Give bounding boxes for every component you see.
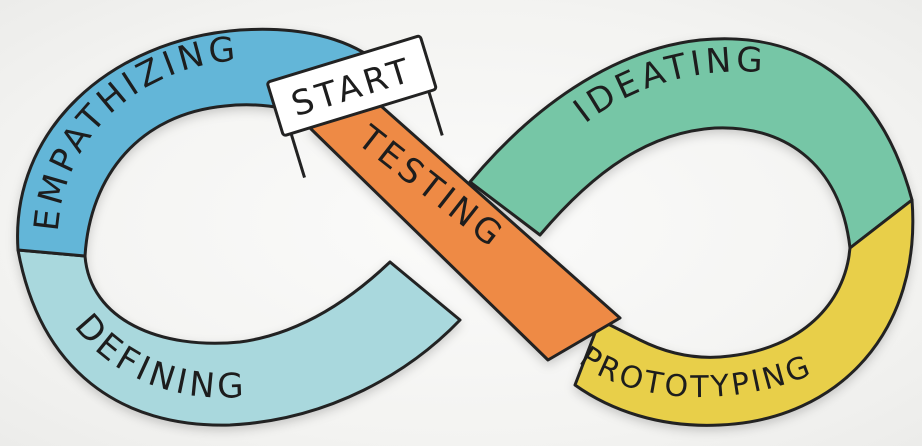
defining-band — [16, 248, 462, 427]
ideating-band — [468, 37, 914, 250]
start-sign: START — [266, 34, 444, 178]
start-sign-post-left — [288, 129, 306, 178]
start-sign-board — [266, 34, 438, 137]
start-sign-post-right — [426, 87, 444, 136]
prototyping-band — [573, 198, 915, 427]
